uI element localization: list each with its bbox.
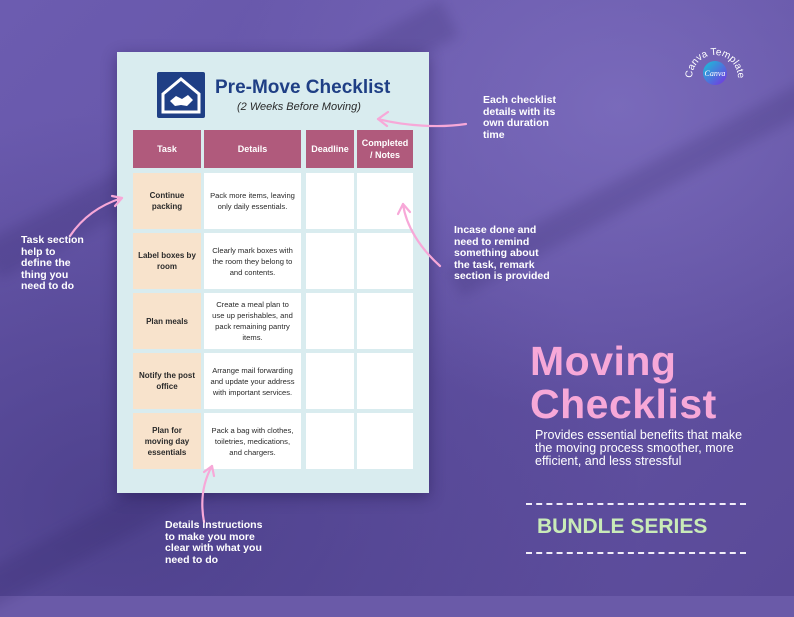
annotation-arrows [68,110,468,524]
details-cell: Pack a bag with clothes, toiletries, med… [204,413,301,469]
bundle-series-label: BUNDLE SERIES [537,515,708,538]
details-cell: Arrange mail forwarding and update your … [204,353,301,409]
annotation-details: Details instructions to make you more cl… [165,519,263,566]
deadline-cell[interactable] [306,293,354,349]
notes-cell[interactable] [357,293,413,349]
promo-title-line1: Moving [530,338,677,384]
annotation-task-section: Task section help to define the thing yo… [21,234,84,292]
task-cell: Plan for moving day essentials [133,413,201,469]
canva-template-badge: Canva Template Canva [684,47,746,85]
arrow-duration [376,117,468,128]
deadline-cell[interactable] [306,413,354,469]
divider-top [526,503,746,505]
promo-description: Provides essential benefits that make th… [535,428,743,468]
notes-cell[interactable] [357,173,413,229]
notes-cell[interactable] [357,413,413,469]
task-cell: Continue packing [133,173,201,229]
canva-logo: Canva [705,69,726,78]
house-handshake-icon [157,72,205,118]
annotation-remark: Incase done and need to remind something… [454,224,550,282]
header-completed-notes: Completed / Notes [357,130,413,168]
deadline-cell[interactable] [306,233,354,289]
header-details: Details [204,130,301,168]
divider-bottom [526,552,746,554]
checklist-card: Pre-Move Checklist (2 Weeks Before Movin… [117,52,429,493]
arrow-details [201,464,214,524]
details-cell: Pack more items, leaving only daily esse… [204,173,301,229]
arrow-task [68,196,124,238]
card-subtitle: (2 Weeks Before Moving) [237,101,361,113]
arrow-remark [401,202,442,268]
card-title: Pre-Move Checklist [215,77,391,98]
header-task: Task [133,130,201,168]
details-cell: Create a meal plan to use up perishables… [204,293,301,349]
task-cell: Label boxes by room [133,233,201,289]
deadline-cell[interactable] [306,173,354,229]
header-deadline: Deadline [306,130,354,168]
promo-title-line2: Checklist [530,381,717,427]
task-cell: Notify the post office [133,353,201,409]
notes-cell[interactable] [357,353,413,409]
task-cell: Plan meals [133,293,201,349]
details-cell: Clearly mark boxes with the room they be… [204,233,301,289]
notes-cell[interactable] [357,233,413,289]
annotation-duration: Each checklist details with its own dura… [483,94,556,141]
deadline-cell[interactable] [306,353,354,409]
